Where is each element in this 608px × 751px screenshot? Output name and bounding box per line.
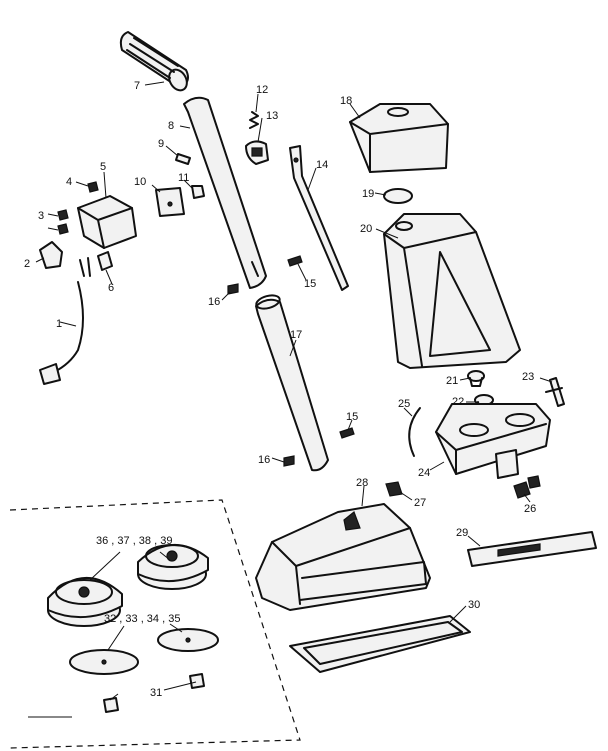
callout-13: 13 <box>266 110 278 122</box>
part-7-handle-grip <box>119 31 189 92</box>
callout-8: 8 <box>168 120 174 132</box>
part-17-lower-handle-tube <box>255 294 329 472</box>
part-16-screw-lower <box>283 455 295 467</box>
part-13-latch <box>245 140 269 165</box>
callout-36-39: 36 , 37 , 38 , 39 <box>96 535 172 547</box>
callout-16-lower: 16 <box>258 454 270 466</box>
part-20-tank <box>383 213 521 369</box>
part-8-upper-handle-tube <box>183 96 267 289</box>
callout-6: 6 <box>108 282 114 294</box>
part-23-pin <box>545 377 565 407</box>
part-11-clip <box>191 185 205 199</box>
part-18-cover <box>349 103 449 173</box>
part-19-cap <box>383 188 413 204</box>
part-27-clip <box>385 481 403 497</box>
callout-labels: 7 8 9 10 11 12 13 14 15 16 17 15 16 18 1… <box>24 80 536 699</box>
part-25-tube <box>408 407 421 457</box>
part-30-bumper-frame <box>289 615 471 673</box>
part-15-screw-upper <box>287 255 303 267</box>
callout-3: 3 <box>38 210 44 222</box>
callout-28: 28 <box>356 477 368 489</box>
callout-2: 2 <box>24 258 30 270</box>
part-14-rod <box>289 145 349 291</box>
leader-lines <box>35 81 553 701</box>
callout-27: 27 <box>414 497 426 509</box>
callout-18: 18 <box>340 95 352 107</box>
callout-30: 30 <box>468 599 480 611</box>
callout-7: 7 <box>134 80 140 92</box>
callout-1: 1 <box>56 318 62 330</box>
part-1-power-cord <box>39 281 84 385</box>
part-26-screws <box>513 475 541 499</box>
callout-14: 14 <box>316 159 328 171</box>
brush-assembly-left <box>47 577 123 627</box>
part-6-connector <box>79 251 113 277</box>
callout-10: 10 <box>134 176 146 188</box>
callout-29: 29 <box>456 527 468 539</box>
part-15-screw-lower <box>339 427 355 439</box>
brush-kit-inset <box>9 499 301 749</box>
part-29-strip <box>467 531 597 567</box>
callout-17: 17 <box>290 329 302 341</box>
part-5-motor-bracket <box>77 195 137 249</box>
callout-20: 20 <box>360 223 372 235</box>
callout-16-upper: 16 <box>208 296 220 308</box>
part-2-switch-box <box>39 241 63 269</box>
brush-assembly-right <box>137 544 209 590</box>
callout-22: 22 <box>452 396 464 408</box>
pad-left <box>69 649 139 675</box>
callout-24: 24 <box>418 467 430 479</box>
callout-15-upper: 15 <box>304 278 316 290</box>
callout-12: 12 <box>256 84 268 96</box>
callout-19: 19 <box>362 188 374 200</box>
callout-31: 31 <box>150 687 162 699</box>
part-24-tray <box>435 403 551 479</box>
callout-4: 4 <box>66 176 72 188</box>
part-9-screw <box>175 153 191 165</box>
part-28-base-housing <box>255 503 431 611</box>
callout-25: 25 <box>398 398 410 410</box>
pad-right <box>157 628 219 652</box>
part-10-plate <box>155 187 185 217</box>
callout-23: 23 <box>522 371 534 383</box>
part-4-screw <box>87 181 99 193</box>
part-16-screw-upper <box>227 283 239 295</box>
callout-15-lower: 15 <box>346 411 358 423</box>
callout-5: 5 <box>100 161 106 173</box>
callout-21: 21 <box>446 375 458 387</box>
callout-11: 11 <box>178 172 189 184</box>
callout-32-35: 32 , 33 , 34 , 35 <box>104 613 180 625</box>
callout-9: 9 <box>158 138 164 150</box>
part-3-screw <box>57 209 69 235</box>
callout-26: 26 <box>524 503 536 515</box>
part-12-spring <box>249 111 259 129</box>
part-21-fitting <box>467 370 485 387</box>
